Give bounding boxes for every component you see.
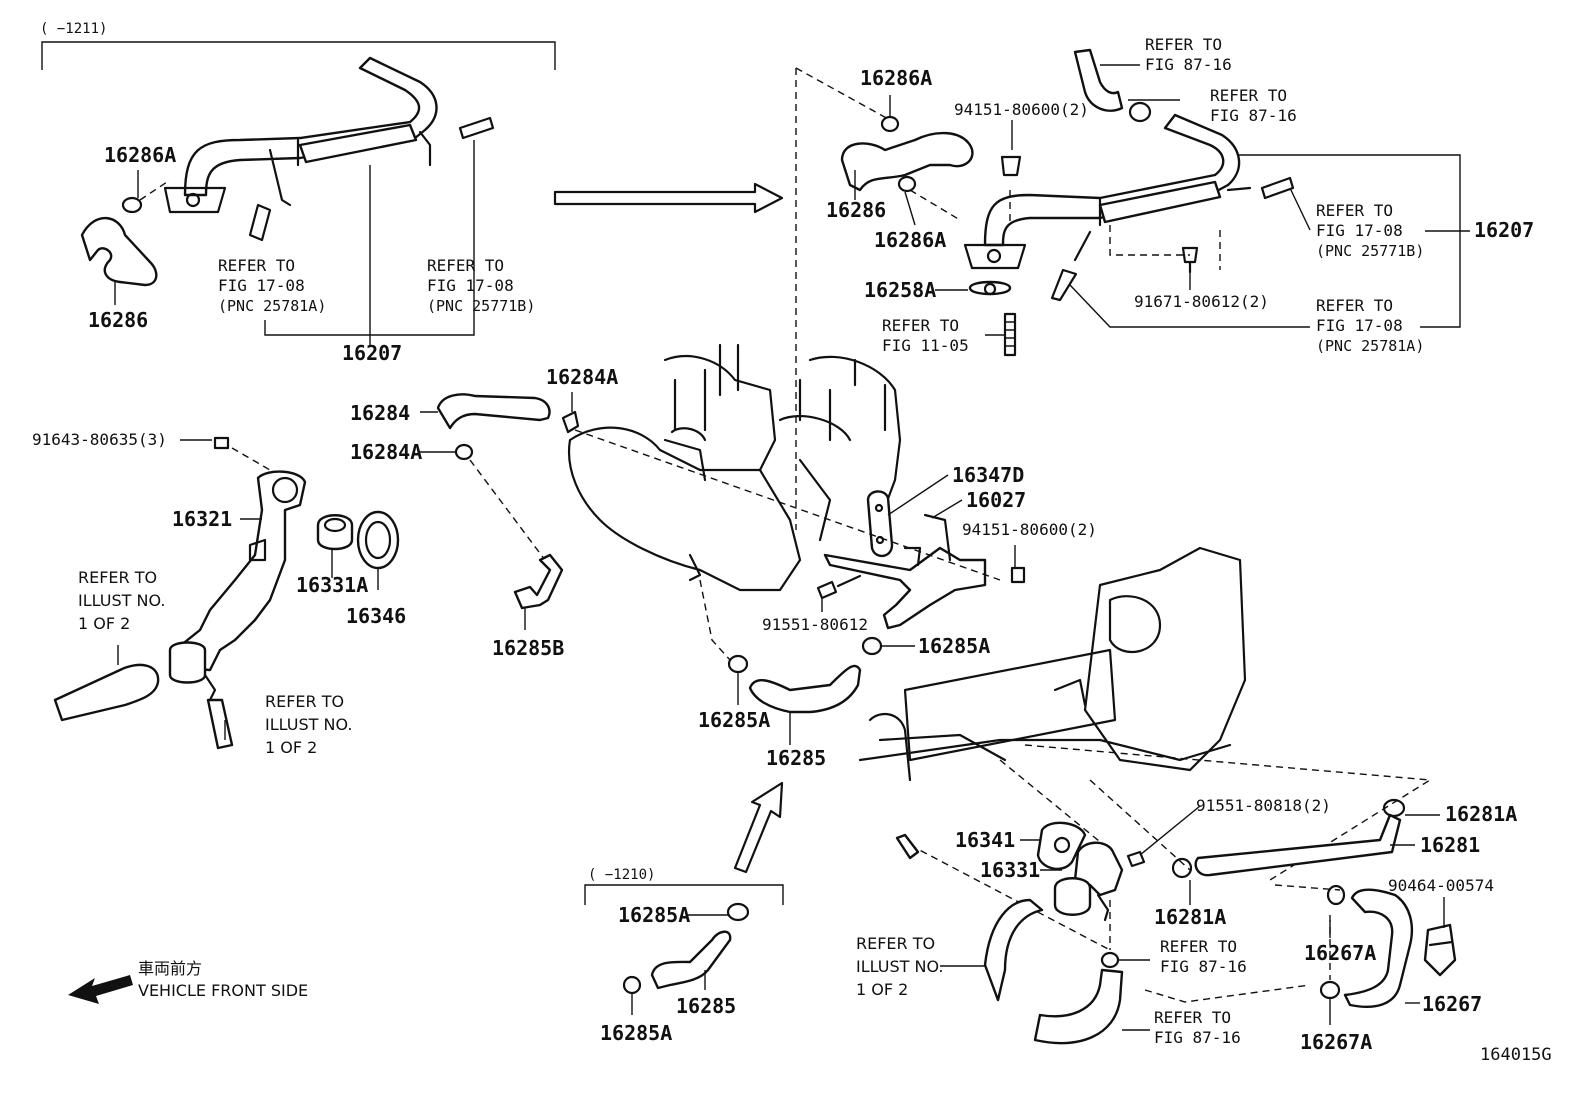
part-label-16267a[interactable]: 16267A [1304, 941, 1377, 965]
part-label-16285a[interactable]: 16285A [918, 634, 991, 658]
bolt-91551-80612 [816, 574, 862, 600]
part-label-16284[interactable]: 16284 [350, 401, 411, 425]
part-label-16286a[interactable]: 16286A [860, 66, 933, 90]
gasket-16346 [356, 510, 400, 570]
part-label-16207[interactable]: 16207 [342, 341, 403, 365]
refer-illust-1-of-2[interactable]: REFER TO ILLUST NO. 1 OF 2 [856, 934, 944, 999]
part-label-16285[interactable]: 16285 [766, 746, 827, 770]
part-label-91643-80635[interactable]: 91643-80635(3) [32, 430, 167, 449]
part-label-16286[interactable]: 16286 [88, 308, 149, 332]
part-label-16286a[interactable]: 16286A [874, 228, 947, 252]
refer-illust-1-of-2[interactable]: REFER TO ILLUST NO. 1 OF 2 [265, 692, 353, 757]
part-label-16281a[interactable]: 16281A [1154, 905, 1227, 929]
part-label-90464-00574[interactable]: 90464-00574 [1388, 876, 1494, 895]
part-label-16285[interactable]: 16285 [676, 994, 737, 1018]
part-label-16207[interactable]: 16207 [1474, 218, 1535, 242]
part-label-16331a[interactable]: 16331A [296, 573, 369, 597]
hose-16286-right [840, 131, 974, 192]
intake-manifold [858, 546, 1247, 782]
clamp-16286a-left [121, 179, 171, 214]
engine-block [567, 343, 902, 592]
part-label-16331[interactable]: 16331 [980, 858, 1041, 882]
vehicle-front-jp: 車両前方 [138, 959, 203, 978]
part-label-16027[interactable]: 16027 [966, 488, 1027, 512]
dashed-leaders-top [795, 67, 1221, 530]
thermostat-16331a [316, 514, 354, 551]
hose-16267 [1319, 884, 1414, 1008]
part-label-16286[interactable]: 16286 [826, 198, 887, 222]
part-label-16285b[interactable]: 16285B [492, 636, 565, 660]
range-label-bottom: ( −1210) [588, 867, 656, 883]
part-label-16285a[interactable]: 16285A [618, 903, 691, 927]
hose-16284 [436, 393, 1001, 610]
hose-16285 [699, 579, 883, 714]
hose-left-refer [53, 663, 234, 750]
part-label-16346[interactable]: 16346 [346, 604, 407, 628]
refer-illust-1-of-2[interactable]: REFER TO ILLUST NO. 1 OF 2 [78, 568, 166, 633]
part-label-16281a[interactable]: 16281A [1445, 802, 1518, 826]
part-label-16284a[interactable]: 16284A [350, 440, 423, 464]
part-label-16286a[interactable]: 16286A [104, 143, 177, 167]
direction-arrow-up [733, 781, 784, 874]
vehicle-front-legend: 車両前方 VEHICLE FRONT SIDE [138, 958, 308, 1002]
hose-refer-top [1073, 48, 1124, 112]
part-label-16341[interactable]: 16341 [955, 828, 1016, 852]
vehicle-front-arrow [68, 975, 133, 1004]
range-bracket-bottom [584, 884, 784, 905]
clamps-right-top [880, 101, 1199, 357]
part-label-16281[interactable]: 16281 [1420, 833, 1481, 857]
pipe-16207-bracket-left [264, 140, 475, 345]
refer-fig-87-16[interactable]: REFER TO FIG 87-16 [1145, 35, 1232, 74]
part-label-91551-80612[interactable]: 91551-80612 [762, 615, 868, 634]
refer-fig-87-16[interactable]: REFER TO FIG 87-16 [1210, 86, 1297, 125]
refer-fig-87-16[interactable]: REFER TO FIG 87-16 [1154, 1008, 1241, 1047]
direction-arrow-right [553, 182, 784, 214]
part-label-91551-80818[interactable]: 91551-80818(2) [1196, 796, 1331, 815]
part-label-16285a[interactable]: 16285A [698, 708, 771, 732]
part-label-16284a[interactable]: 16284A [546, 365, 619, 389]
housing-16331 [1053, 841, 1146, 922]
part-label-94151-80600[interactable]: 94151-80600(2) [954, 100, 1089, 119]
figure-id: 164015G [1480, 1045, 1552, 1065]
nut-94151-mid [1010, 566, 1026, 584]
refer-fig-17-08-25771b[interactable]: REFER TO FIG 17-08 (PNC 25771B) [427, 256, 536, 315]
refer-fig-11-05[interactable]: REFER TO FIG 11-05 [882, 316, 969, 355]
range-label-top: ( −1211) [40, 21, 108, 37]
refer-fig-17-08-25771b[interactable]: REFER TO FIG 17-08 (PNC 25771B) [1316, 201, 1425, 260]
vehicle-front-en: VEHICLE FRONT SIDE [138, 981, 309, 1000]
part-label-16347d[interactable]: 16347D [952, 463, 1025, 487]
part-label-16258a[interactable]: 16258A [864, 278, 937, 302]
clip-90464 [1423, 923, 1457, 977]
part-label-16267[interactable]: 16267 [1422, 992, 1483, 1016]
pipe-16207-bracket-right [1236, 154, 1470, 328]
part-label-16267a[interactable]: 16267A [1300, 1030, 1373, 1054]
gasket-16347d [866, 490, 894, 558]
housing-16321 [168, 436, 307, 702]
part-label-91671-80612[interactable]: 91671-80612(2) [1134, 292, 1269, 311]
part-label-94151-80600[interactable]: 94151-80600(2) [962, 520, 1097, 539]
refer-fig-17-08-25781a[interactable]: REFER TO FIG 17-08 (PNC 25781A) [1316, 296, 1425, 355]
leader-lines [117, 64, 1445, 1031]
hose-bottom-refer [895, 833, 1124, 1045]
pipe-16207-right [963, 113, 1295, 302]
pipe-16027 [823, 513, 987, 630]
refer-fig-17-08-25781a[interactable]: REFER TO FIG 17-08 (PNC 25781A) [218, 256, 327, 315]
pipe-16207-left [163, 56, 495, 242]
refer-fig-87-16[interactable]: REFER TO FIG 87-16 [1160, 937, 1247, 976]
range-bracket-top [41, 41, 556, 70]
gasket-16341 [1036, 821, 1087, 871]
hose-16281 [1171, 798, 1406, 879]
hose-16286-left [80, 216, 158, 287]
part-label-16285a[interactable]: 16285A [600, 1021, 673, 1045]
part-label-16321[interactable]: 16321 [172, 507, 233, 531]
